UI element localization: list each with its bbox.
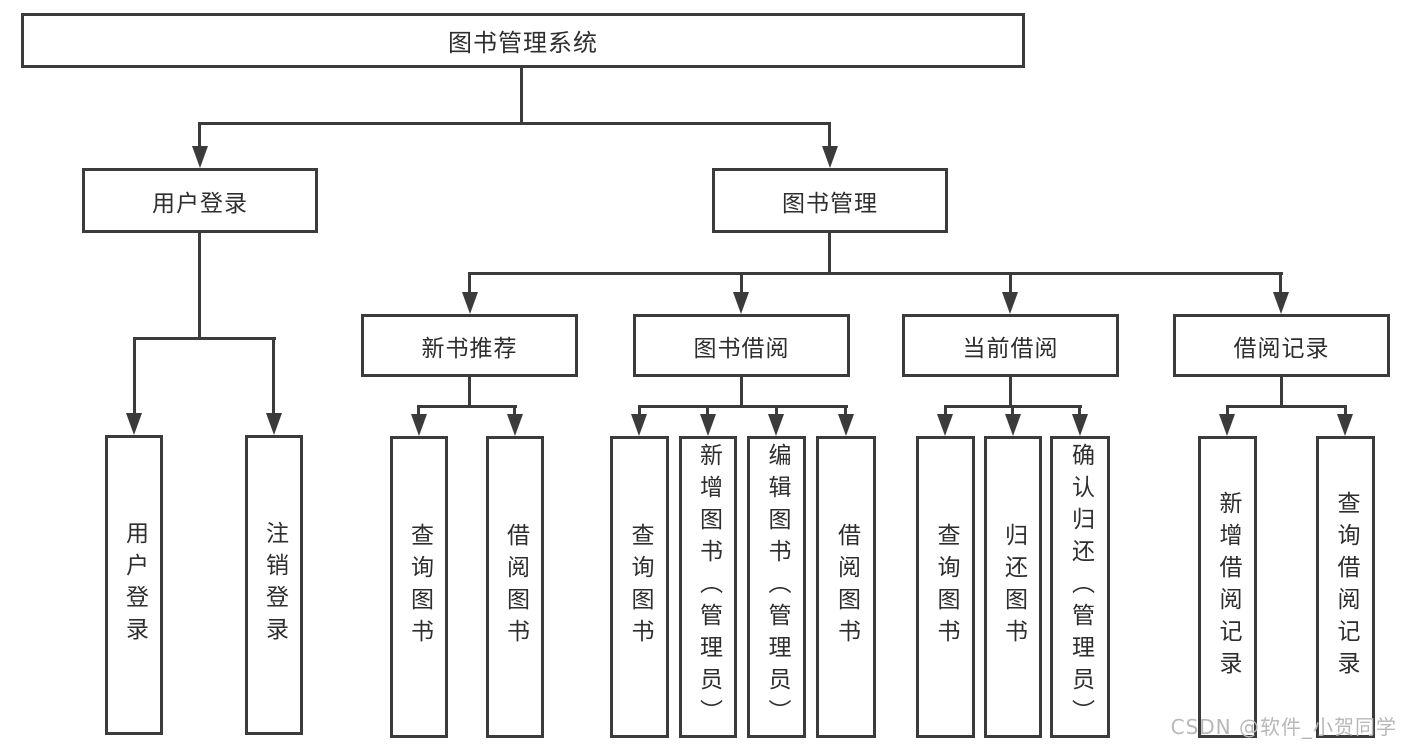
node-borrow-records: 借阅记录 xyxy=(1173,314,1390,377)
arrow-down-icon xyxy=(1002,292,1018,314)
node-label: 借阅图书 xyxy=(833,523,860,651)
node-query-books: 查询图书 xyxy=(610,436,669,738)
node-label: 确认归还（管理员） xyxy=(1067,443,1094,731)
connector-drop-new-book xyxy=(468,272,471,296)
node-label: 借阅图书 xyxy=(502,523,529,651)
node-label: 新增图书（管理员） xyxy=(695,443,722,731)
node-query-books: 查询图书 xyxy=(916,436,975,738)
connector-user-login-drop xyxy=(198,233,201,337)
connector-drop xyxy=(740,377,743,405)
arrow-down-icon xyxy=(838,414,854,436)
node-return-book: 归还图书 xyxy=(984,436,1042,738)
connector-branch xyxy=(1226,405,1347,408)
node-borrow-book: 借阅图书 xyxy=(486,436,544,738)
arrow-down-icon xyxy=(507,414,523,436)
connector-drop-leaf xyxy=(1011,405,1014,417)
node-borrow-book: 借阅图书 xyxy=(816,436,876,738)
node-label: 用户登录 xyxy=(121,521,148,649)
connector-drop-leaf xyxy=(775,405,778,417)
node-label: 新增借阅记录 xyxy=(1215,491,1241,683)
connector-drop-leaf xyxy=(1226,405,1229,417)
connector-book-management-drop xyxy=(828,233,831,272)
connector-drop-leaf xyxy=(417,405,420,417)
arrow-down-icon xyxy=(411,414,427,436)
connector-drop-leaf xyxy=(272,337,275,417)
arrow-down-icon xyxy=(700,414,716,436)
connector-drop xyxy=(1280,377,1283,405)
node-library-management-system: 图书管理系统 xyxy=(21,13,1025,68)
connector-drop-leaf xyxy=(944,405,947,417)
node-label: 编辑图书（管理员） xyxy=(764,443,790,731)
connector-drop-leaf xyxy=(638,405,641,417)
arrow-down-icon xyxy=(1273,292,1289,314)
node-logout: 注销登录 xyxy=(245,435,303,735)
arrow-down-icon xyxy=(192,146,208,168)
connector-drop-leaf xyxy=(706,405,709,417)
node-user-login: 用户登录 xyxy=(82,168,318,233)
connector-level1-branch xyxy=(198,122,831,125)
node-edit-book-admin: 编辑图书（管理员） xyxy=(747,436,806,738)
arrow-down-icon xyxy=(266,413,282,435)
node-confirm-return-admin: 确认归还（管理员） xyxy=(1050,436,1110,738)
node-query-borrow-record: 查询借阅记录 xyxy=(1316,436,1375,738)
connector-drop-borrow-records xyxy=(1279,272,1282,296)
node-book-borrow: 图书借阅 xyxy=(633,314,850,377)
node-label: 归还图书 xyxy=(1000,523,1027,651)
node-label: 查询图书 xyxy=(627,523,653,651)
arrow-down-icon xyxy=(1005,414,1021,436)
arrow-down-icon xyxy=(1219,414,1235,436)
node-label: 查询图书 xyxy=(933,523,959,651)
connector-drop-current-borrow xyxy=(1009,272,1012,296)
node-label: 注销登录 xyxy=(261,521,288,649)
connector-drop-leaf xyxy=(1344,405,1347,417)
node-add-book-admin: 新增图书（管理员） xyxy=(679,436,737,738)
connector-drop-leaf xyxy=(133,337,136,417)
arrow-down-icon xyxy=(937,414,953,436)
arrow-down-icon xyxy=(768,414,784,436)
arrow-down-icon xyxy=(631,414,647,436)
node-add-borrow-record: 新增借阅记录 xyxy=(1198,436,1257,738)
connector-drop-leaf xyxy=(1078,405,1081,417)
arrow-down-icon xyxy=(126,413,142,435)
connector-drop-book-management xyxy=(828,122,831,150)
arrow-down-icon xyxy=(822,146,838,168)
node-label: 查询图书 xyxy=(406,523,433,651)
node-user-login-leaf: 用户登录 xyxy=(105,435,163,735)
connector-drop-leaf xyxy=(844,405,847,417)
connector-level2-branch xyxy=(468,272,1283,275)
connector-drop-leaf xyxy=(513,405,516,417)
arrow-down-icon xyxy=(1072,414,1088,436)
connector-drop xyxy=(468,377,471,405)
csdn-watermark: CSDN @软件_小贺同学 xyxy=(1170,715,1397,739)
connector-branch xyxy=(638,405,848,408)
connector-root-drop xyxy=(520,68,523,122)
arrow-down-icon xyxy=(1337,414,1353,436)
node-current-borrow: 当前借阅 xyxy=(902,314,1119,377)
node-query-books: 查询图书 xyxy=(390,436,448,738)
node-book-management: 图书管理 xyxy=(712,168,948,233)
node-new-book-recommend: 新书推荐 xyxy=(361,314,578,377)
arrow-down-icon xyxy=(733,292,749,314)
arrow-down-icon xyxy=(462,292,478,314)
node-label: 查询借阅记录 xyxy=(1333,491,1359,683)
connector-user-login-branch xyxy=(133,337,276,340)
connector-drop-user-login xyxy=(198,122,201,150)
connector-branch xyxy=(417,405,517,408)
connector-drop-book-borrow xyxy=(740,272,743,296)
connector-drop xyxy=(1009,377,1012,405)
